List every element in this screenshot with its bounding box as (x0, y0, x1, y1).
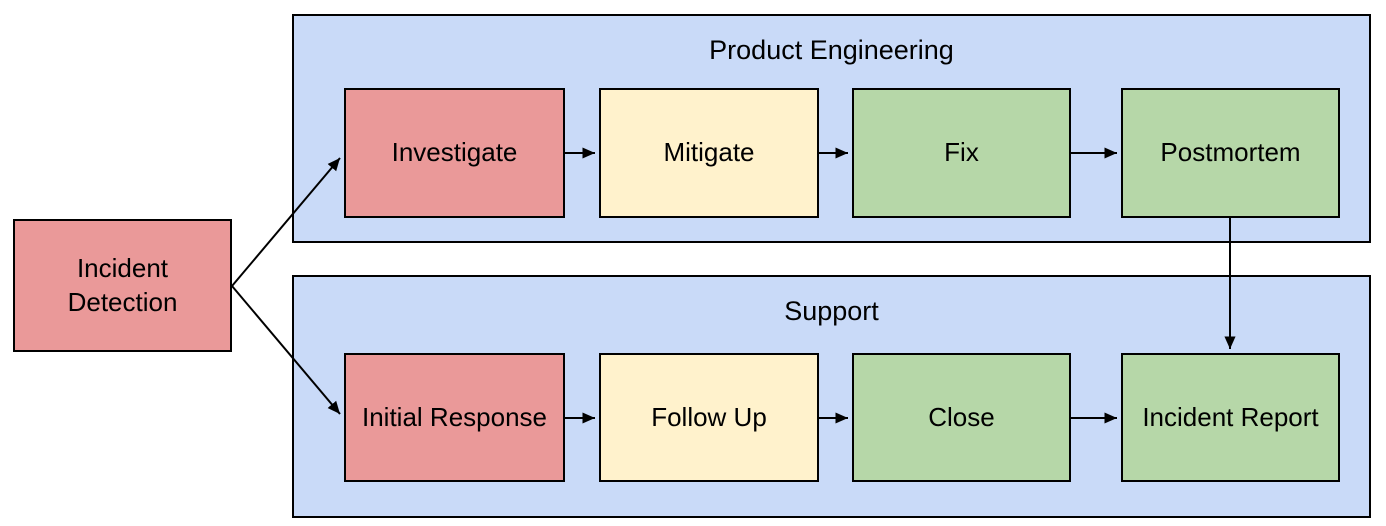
node-follow-up: Follow Up (599, 353, 819, 482)
lane-title-product-engineering: Product Engineering (709, 35, 954, 65)
node-close: Close (852, 353, 1071, 482)
node-mitigate: Mitigate (599, 88, 819, 218)
node-incident-detection: Incident Detection (13, 219, 232, 352)
node-initial-response: Initial Response (344, 353, 565, 482)
node-incident-report: Incident Report (1121, 353, 1340, 482)
lane-title-support: Support (784, 296, 879, 326)
node-postmortem: Postmortem (1121, 88, 1340, 218)
node-investigate: Investigate (344, 88, 565, 218)
node-fix: Fix (852, 88, 1071, 218)
